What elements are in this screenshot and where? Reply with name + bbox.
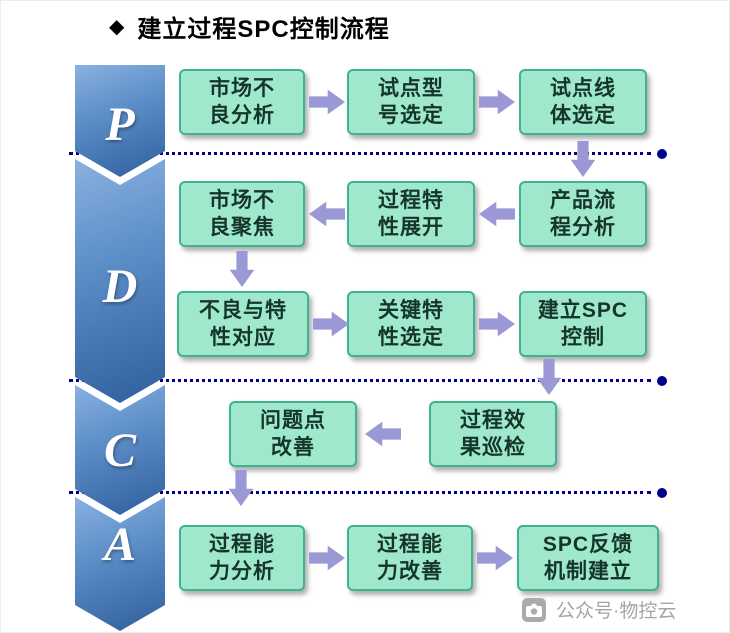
watermark-text: 公众号·物控云 bbox=[556, 601, 677, 622]
node-line: 力分析 bbox=[209, 560, 275, 583]
pdca-letter-d: D bbox=[102, 260, 138, 313]
divider-end-dot bbox=[657, 149, 667, 159]
node-pilot-model-selection: 试点型 号选定 bbox=[347, 69, 475, 135]
pdca-letter-c: C bbox=[103, 424, 136, 477]
node-line: 问题点 bbox=[260, 409, 326, 432]
node-line: 关键特 bbox=[378, 299, 444, 322]
arrow-right-icon bbox=[313, 311, 349, 337]
node-line: 过程特 bbox=[378, 189, 444, 212]
diamond-bullet-icon: ◆ bbox=[109, 15, 125, 38]
node-line: 控制 bbox=[561, 326, 605, 349]
arrow-down-icon bbox=[229, 251, 255, 287]
node-line: 产品流 bbox=[550, 189, 616, 212]
node-line: SPC反馈 bbox=[542, 533, 634, 556]
node-process-capability-analysis: 过程能 力分析 bbox=[179, 525, 305, 591]
node-line: 改善 bbox=[271, 436, 315, 459]
node-line: 性展开 bbox=[378, 216, 444, 239]
arrow-down-icon bbox=[536, 359, 562, 395]
pdca-ribbon-segment-d bbox=[75, 159, 165, 403]
watermark: 公众号·物控云 bbox=[521, 596, 676, 623]
node-line: 试点线 bbox=[550, 77, 616, 100]
divider-end-dot bbox=[657, 488, 667, 498]
node-line: 程分析 bbox=[550, 216, 616, 239]
pdca-letter-a: A bbox=[103, 518, 136, 571]
section-divider-p-d bbox=[69, 149, 667, 159]
node-line: 机制建立 bbox=[544, 560, 632, 583]
node-problem-improvement: 问题点 改善 bbox=[229, 401, 357, 467]
node-establish-spc-control: 建立SPC 控制 bbox=[519, 291, 647, 357]
arrow-right-icon bbox=[479, 311, 515, 337]
title-text: 建立过程SPC控制流程 bbox=[137, 16, 390, 43]
node-process-characteristic-deployment: 过程特 性展开 bbox=[347, 181, 475, 247]
node-line: 力改善 bbox=[377, 560, 443, 583]
node-line: 不良与特 bbox=[199, 299, 287, 322]
arrow-down-icon bbox=[570, 141, 596, 177]
node-pilot-line-selection: 试点线 体选定 bbox=[519, 69, 647, 135]
node-line: 过程能 bbox=[377, 533, 443, 556]
node-line: 果巡检 bbox=[460, 436, 526, 459]
node-line: 市场不 bbox=[209, 77, 275, 100]
arrow-left-icon bbox=[479, 201, 515, 227]
node-process-capability-improvement: 过程能 力改善 bbox=[347, 525, 473, 591]
node-product-process-analysis: 产品流 程分析 bbox=[519, 181, 647, 247]
node-process-effect-inspection: 过程效 果巡检 bbox=[429, 401, 557, 467]
pdca-ribbon-segment-p bbox=[75, 65, 165, 177]
node-line: 号选定 bbox=[378, 104, 444, 127]
node-spc-feedback-mechanism: SPC反馈 机制建立 bbox=[517, 525, 659, 591]
pdca-letter-p: P bbox=[105, 98, 135, 151]
node-line: 良分析 bbox=[209, 104, 275, 127]
node-line: 性选定 bbox=[378, 326, 444, 349]
node-line: 市场不 bbox=[209, 189, 275, 212]
node-line: 过程效 bbox=[460, 409, 526, 432]
node-market-defect-focus: 市场不 良聚焦 bbox=[179, 181, 305, 247]
arrow-right-icon bbox=[309, 545, 345, 571]
arrow-right-icon bbox=[477, 545, 513, 571]
section-divider-c-a bbox=[69, 488, 667, 498]
arrow-left-icon bbox=[365, 421, 401, 447]
node-market-defect-analysis: 市场不 良分析 bbox=[179, 69, 305, 135]
arrow-down-icon bbox=[228, 470, 254, 506]
node-line: 良聚焦 bbox=[209, 216, 275, 239]
node-line: 试点型 bbox=[378, 77, 444, 100]
arrow-right-icon bbox=[309, 89, 345, 115]
node-line: 建立SPC bbox=[537, 299, 629, 322]
node-defect-characteristic-mapping: 不良与特 性对应 bbox=[177, 291, 309, 357]
page-title: ◆ 建立过程SPC控制流程 bbox=[109, 9, 390, 44]
node-line: 过程能 bbox=[209, 533, 275, 556]
node-line: 性对应 bbox=[210, 326, 276, 349]
section-divider-d-c bbox=[69, 376, 667, 386]
node-key-characteristic-selection: 关键特 性选定 bbox=[347, 291, 475, 357]
node-line: 体选定 bbox=[550, 104, 616, 127]
arrow-right-icon bbox=[479, 89, 515, 115]
divider-end-dot bbox=[657, 376, 667, 386]
arrow-left-icon bbox=[309, 201, 345, 227]
camera-icon bbox=[521, 597, 547, 623]
